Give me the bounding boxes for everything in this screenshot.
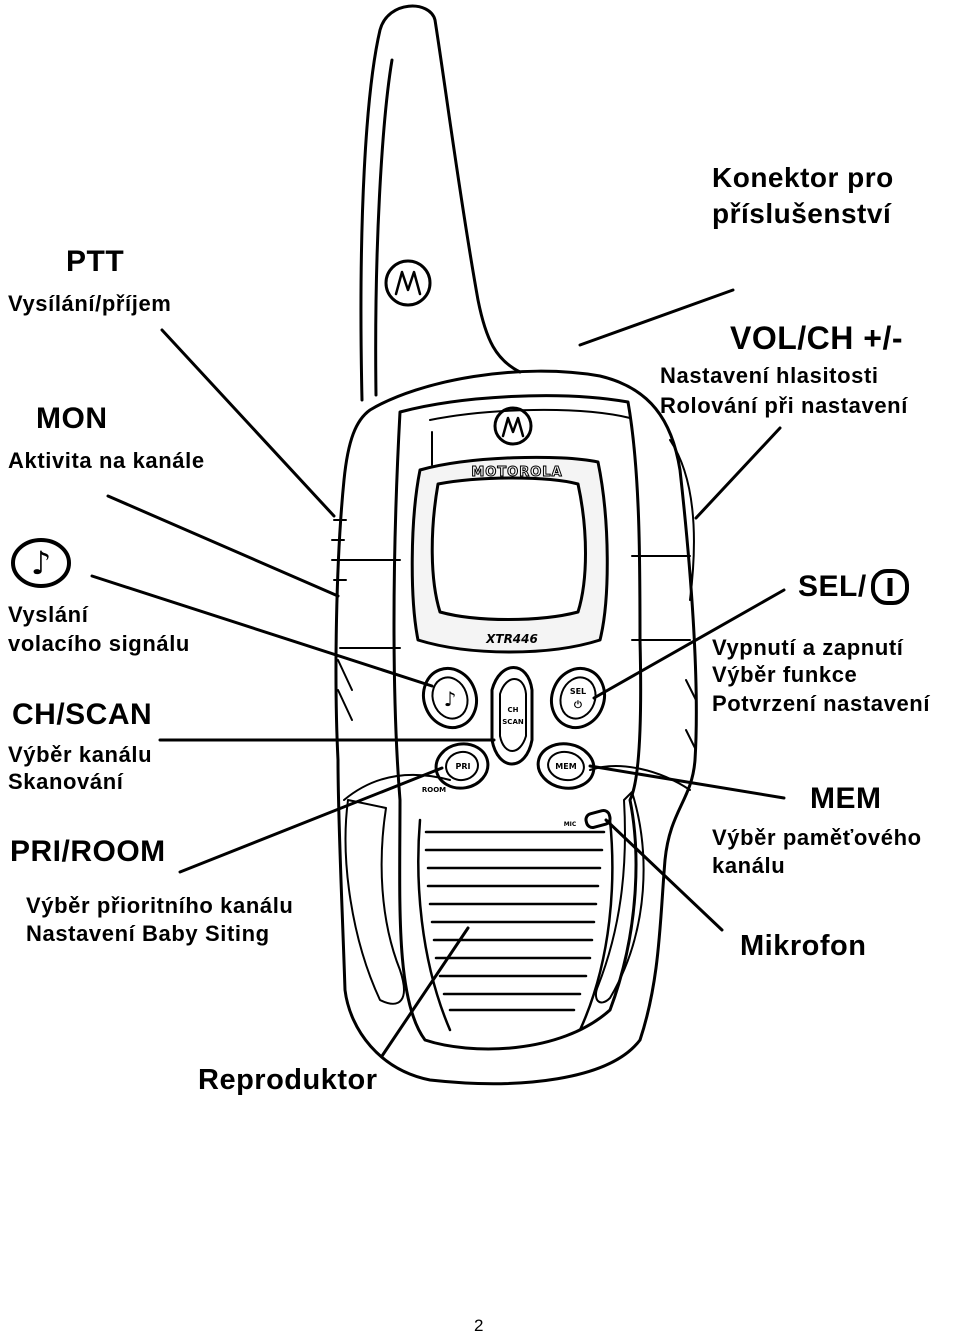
pri-button-label: PRI <box>456 762 471 771</box>
brand-text: MOTOROLA <box>471 465 562 480</box>
svg-text:♪: ♪ <box>31 544 51 582</box>
sel-desc-2: Výběr funkce <box>712 662 858 687</box>
chscan-title: CH/SCAN <box>12 698 153 731</box>
call-button-shape <box>422 666 478 730</box>
antenna <box>359 4 522 402</box>
mem-button-shape <box>536 742 596 790</box>
chscan-desc-1: Výběr kanálu <box>8 742 153 767</box>
scan-button-label: SCAN <box>502 718 524 726</box>
music-note-icon: ♪ <box>10 537 72 594</box>
device-body <box>334 369 698 1086</box>
power-icon <box>870 568 910 611</box>
mic-leader <box>604 818 724 932</box>
mic-slot <box>584 808 612 830</box>
accessory-leader <box>578 288 735 347</box>
speaker-leader <box>380 926 470 1058</box>
sel-title: SEL/ <box>798 570 867 603</box>
accessory-title-1: Konektor pro <box>712 162 894 193</box>
sel-button-shape <box>550 666 606 730</box>
call-desc-2: volacího signálu <box>8 631 190 656</box>
sel-desc-1: Vypnutí a zapnutí <box>712 635 904 660</box>
sel-leader <box>592 588 786 700</box>
mon-desc: Aktivita na kanále <box>8 448 205 473</box>
mon-leader <box>106 494 340 598</box>
priroom-desc-1: Výběr přioritního kanálu <box>26 893 294 918</box>
room-label: ROOM <box>422 786 446 794</box>
ptt-desc: Vysílání/příjem <box>8 291 172 316</box>
priroom-title: PRI/ROOM <box>10 835 166 868</box>
call-leader <box>90 574 434 688</box>
mic-title: Mikrofon <box>740 930 867 962</box>
volch-title: VOL/CH +/- <box>730 320 904 356</box>
page-number: 2 <box>474 1316 484 1335</box>
mem-desc-1: Výběr paměťového <box>712 825 922 850</box>
antenna-logo <box>384 259 432 307</box>
accessory-title-2: příslušenství <box>712 198 892 229</box>
speaker-grille <box>417 818 614 1032</box>
volch-desc-1: Nastavení hlasitosti <box>660 363 879 388</box>
lcd-screen <box>430 476 587 621</box>
model-text: XTR446 <box>485 632 538 646</box>
mon-title: MON <box>36 402 108 435</box>
mem-title: MEM <box>810 782 882 815</box>
music-note-glyph: ♪ <box>444 687 457 711</box>
mem-button-label: MEM <box>555 762 576 771</box>
ch-button-label: CH <box>508 706 519 714</box>
mic-label: MIC <box>564 821 577 828</box>
priroom-leader <box>178 766 444 874</box>
chscan-desc-2: Skanování <box>8 769 124 794</box>
mem-desc-2: kanálu <box>712 853 786 878</box>
device-logo <box>493 406 533 446</box>
speaker-title: Reproduktor <box>198 1064 378 1096</box>
volch-leader <box>694 426 782 520</box>
volch-desc-2: Rolování při nastavení <box>660 393 908 418</box>
ptt-leader <box>160 328 336 518</box>
power-symbol: ⏻ <box>574 699 582 711</box>
chscan-button-shape <box>490 666 534 766</box>
call-desc-1: Vyslání <box>8 602 89 627</box>
sel-desc-3: Potvrzení nastavení <box>712 691 931 716</box>
mem-leader <box>588 764 786 800</box>
sel-button-label: SEL <box>570 687 586 696</box>
priroom-desc-2: Nastavení Baby Siting <box>26 921 270 946</box>
ptt-title: PTT <box>66 245 125 278</box>
